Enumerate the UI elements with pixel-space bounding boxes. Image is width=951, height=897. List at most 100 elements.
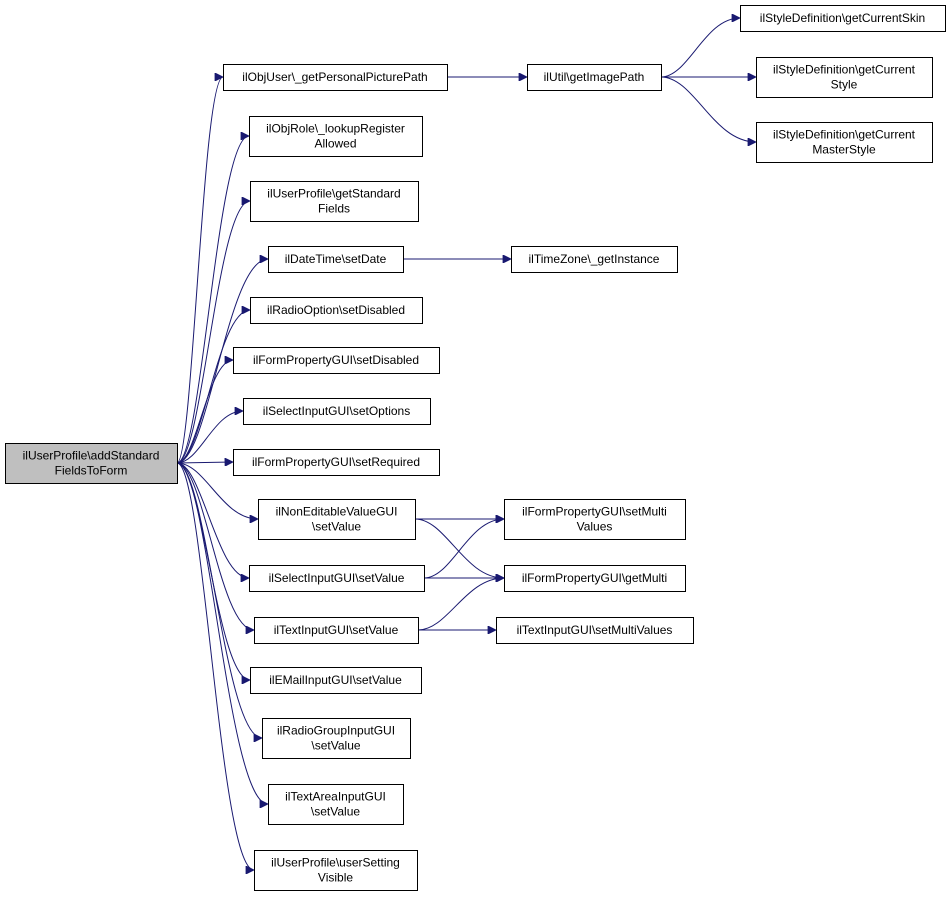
node-n10[interactable]: ilSelectInputGUI\setValue <box>249 565 425 592</box>
edge-root-to-n11 <box>176 462 254 630</box>
node-n11[interactable]: ilTextInputGUI\setValue <box>254 617 419 644</box>
node-label: FieldsToForm <box>55 464 128 478</box>
edge-root-to-n10 <box>176 462 249 578</box>
node-box <box>250 297 423 324</box>
node-label: \setValue <box>311 739 360 753</box>
node-n16[interactable]: ilUtil\getImagePath <box>527 64 662 91</box>
edge-root-to-n13 <box>176 462 262 738</box>
edge-root-to-n6 <box>176 360 233 464</box>
node-box <box>268 784 404 825</box>
node-n21[interactable]: ilFormPropertyGUI\setMultiValues <box>504 499 686 540</box>
node-n8[interactable]: ilFormPropertyGUI\setRequired <box>233 449 440 476</box>
node-label: ilSelectInputGUI\setOptions <box>263 404 410 418</box>
node-n5[interactable]: ilRadioOption\setDisabled <box>250 297 423 324</box>
node-label: \setValue <box>311 805 360 819</box>
node-label: ilFormPropertyGUI\setDisabled <box>253 353 419 367</box>
node-label: ilFormPropertyGUI\getMulti <box>522 571 667 585</box>
node-box <box>250 667 422 694</box>
node-n13[interactable]: ilRadioGroupInputGUI\setValue <box>262 718 411 759</box>
edge-root-to-n8 <box>176 462 233 463</box>
node-label: ilStyleDefinition\getCurrent <box>773 128 916 142</box>
node-box <box>233 449 440 476</box>
node-box <box>740 5 946 32</box>
node-n9[interactable]: ilNonEditableValueGUI\setValue <box>258 499 416 540</box>
node-label: ilStyleDefinition\getCurrent <box>773 63 916 77</box>
node-label: ilUserProfile\addStandard <box>23 449 160 463</box>
edge-n10-to-n21 <box>423 519 504 579</box>
node-label: ilObjUser\_getPersonalPicturePath <box>242 70 427 84</box>
node-label: MasterStyle <box>812 143 876 157</box>
node-label: ilEMailInputGUI\setValue <box>269 673 402 687</box>
edge-root-to-n1 <box>176 77 223 464</box>
edge-root-to-n15 <box>176 462 254 870</box>
node-box <box>258 499 416 540</box>
node-n14[interactable]: ilTextAreaInputGUI\setValue <box>268 784 404 825</box>
edge-root-to-n3 <box>176 201 250 464</box>
node-label: ilUtil\getImagePath <box>544 70 645 84</box>
node-box <box>504 565 686 592</box>
node-box <box>249 116 423 157</box>
node-label: ilRadioGroupInputGUI <box>277 724 395 738</box>
node-n6[interactable]: ilFormPropertyGUI\setDisabled <box>233 347 440 374</box>
node-label: ilSelectInputGUI\setValue <box>269 571 405 585</box>
node-box <box>268 246 404 273</box>
node-label: ilStyleDefinition\getCurrentSkin <box>760 11 925 25</box>
node-box <box>254 617 419 644</box>
node-label: ilNonEditableValueGUI <box>276 505 398 519</box>
edge-root-to-n9 <box>176 462 258 519</box>
node-box <box>496 617 694 644</box>
node-box <box>243 398 431 425</box>
edge-root-to-n7 <box>176 411 243 464</box>
node-label: ilTextInputGUI\setValue <box>274 623 399 637</box>
node-n20[interactable]: ilTimeZone\_getInstance <box>511 246 678 273</box>
node-box <box>527 64 662 91</box>
edge-n9-to-n22 <box>414 518 504 578</box>
node-box <box>254 850 418 891</box>
edge-root-to-n12 <box>176 462 250 680</box>
edge-root-to-n4 <box>176 259 268 464</box>
node-label: Fields <box>318 202 350 216</box>
node-n1[interactable]: ilObjUser\_getPersonalPicturePath <box>223 64 448 91</box>
node-box <box>250 181 419 222</box>
node-box <box>233 347 440 374</box>
node-label: Allowed <box>314 137 356 151</box>
node-label: ilRadioOption\setDisabled <box>267 303 405 317</box>
node-box <box>756 122 933 163</box>
edge-n16-to-n17 <box>660 18 740 78</box>
node-label: ilDateTime\setDate <box>285 252 387 266</box>
node-label: ilUserProfile\getStandard <box>267 187 400 201</box>
edges-layer <box>176 18 756 870</box>
node-box <box>5 443 178 484</box>
node-label: Style <box>831 78 858 92</box>
node-box <box>249 565 425 592</box>
node-label: ilTextAreaInputGUI <box>285 790 386 804</box>
node-label: ilTimeZone\_getInstance <box>529 252 660 266</box>
node-label: Visible <box>318 871 353 885</box>
node-box <box>511 246 678 273</box>
node-label: ilTextInputGUI\setMultiValues <box>517 623 673 637</box>
edge-n16-to-n19 <box>660 76 756 142</box>
node-box <box>223 64 448 91</box>
edge-root-to-n2 <box>176 136 249 464</box>
node-n12[interactable]: ilEMailInputGUI\setValue <box>250 667 422 694</box>
node-n17[interactable]: ilStyleDefinition\getCurrentSkin <box>740 5 946 32</box>
node-n7[interactable]: ilSelectInputGUI\setOptions <box>243 398 431 425</box>
node-label: ilFormPropertyGUI\setRequired <box>252 455 420 469</box>
node-label: ilObjRole\_lookupRegister <box>266 122 405 136</box>
node-n23[interactable]: ilTextInputGUI\setMultiValues <box>496 617 694 644</box>
node-box <box>262 718 411 759</box>
node-box <box>504 499 686 540</box>
node-label: ilUserProfile\userSetting <box>271 856 400 870</box>
node-n22[interactable]: ilFormPropertyGUI\getMulti <box>504 565 686 592</box>
node-label: Values <box>577 520 613 534</box>
edge-n11-to-n22 <box>417 578 504 631</box>
node-n4[interactable]: ilDateTime\setDate <box>268 246 404 273</box>
